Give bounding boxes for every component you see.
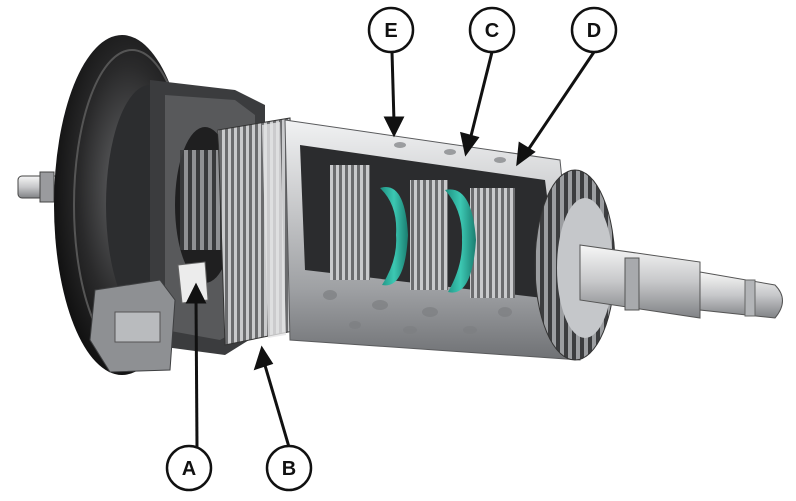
callout-B: B: [265, 444, 313, 492]
callout-label-C: C: [485, 20, 499, 42]
callout-arrows: [185, 51, 596, 448]
callout-C: C: [468, 6, 516, 54]
callout-E: E: [367, 6, 415, 54]
main-drum: [284, 119, 616, 361]
callout-D: D: [570, 6, 618, 54]
callout-label-D: D: [587, 20, 601, 42]
callout-label-A: A: [182, 458, 196, 480]
output-shaft: [579, 244, 783, 319]
callout-label-E: E: [384, 20, 397, 42]
callout-A: A: [165, 444, 213, 492]
callout-label-B: B: [282, 458, 296, 480]
